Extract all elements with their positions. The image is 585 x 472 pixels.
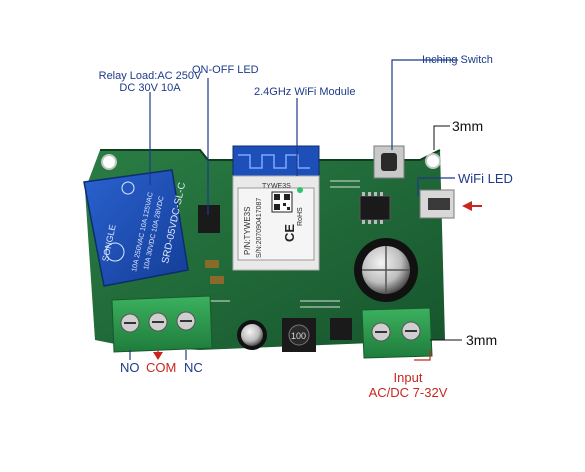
- on-off-led-callout: ON-OFF LED: [192, 64, 259, 76]
- qr-code-icon: [271, 191, 293, 213]
- com-marker: [153, 350, 163, 360]
- dimension-bottom-label: 3mm: [466, 332, 498, 348]
- module-pn-text: P/N:TYWE3S: [243, 207, 252, 255]
- module-name-text: TYWE3S: [262, 183, 291, 190]
- electrolytic-capacitor: [354, 238, 418, 302]
- wifi-module: TYWE3S P/N:TYWE3S S/N:207090417087 CE Ro…: [232, 145, 320, 271]
- driver-chip: [198, 205, 220, 233]
- smd-resistor: [205, 260, 219, 268]
- terminal-nc-label: NC: [184, 360, 203, 375]
- input-line-1: Input: [393, 370, 423, 385]
- mount-hole-top-left: [101, 154, 117, 170]
- module-sn-text: S/N:207090417087: [256, 198, 263, 258]
- module-rohs-mark: RoHS: [297, 207, 304, 226]
- ic-chip: [359, 195, 391, 221]
- terminal-callout-lines: [129, 350, 187, 360]
- input-callout-line: [414, 350, 431, 361]
- terminal-no-label: NO: [120, 360, 140, 375]
- relay-terminal-block: [111, 295, 213, 353]
- module-ce-mark: CE: [282, 224, 297, 242]
- input-terminal-block: [361, 307, 433, 359]
- dimension-top-label: 3mm: [452, 118, 484, 134]
- wifi-module-callout: 2.4GHz WiFi Module: [254, 86, 356, 98]
- arrow-left-icon: [462, 201, 482, 211]
- inductor-code-text: 100: [291, 331, 306, 341]
- inductor: 100: [282, 318, 316, 352]
- inching-switch: [373, 145, 405, 179]
- input-callout: Input AC/DC 7-32V: [368, 370, 448, 400]
- inching-switch-callout: Inching Switch: [422, 54, 493, 66]
- mount-hole-top-right: [425, 153, 441, 169]
- module-status-dot: [297, 187, 303, 193]
- callout-lines: [149, 59, 458, 215]
- relay-load-callout: Relay Load:AC 250V DC 30V 10A: [90, 70, 210, 94]
- dimension-lines: [430, 125, 462, 341]
- relay-load-line-1: Relay Load:AC 250V: [98, 70, 202, 82]
- relay-load-line-2: DC 30V 10A: [119, 82, 181, 94]
- wifi-led-callout: WiFi LED: [458, 171, 513, 186]
- regulator-chip: [330, 318, 352, 340]
- input-line-2: AC/DC 7-32V: [368, 385, 448, 400]
- terminal-com-label: COM: [146, 360, 177, 375]
- small-capacitor: [237, 320, 267, 350]
- usb-port: [419, 189, 455, 219]
- smd-resistor: [210, 276, 224, 284]
